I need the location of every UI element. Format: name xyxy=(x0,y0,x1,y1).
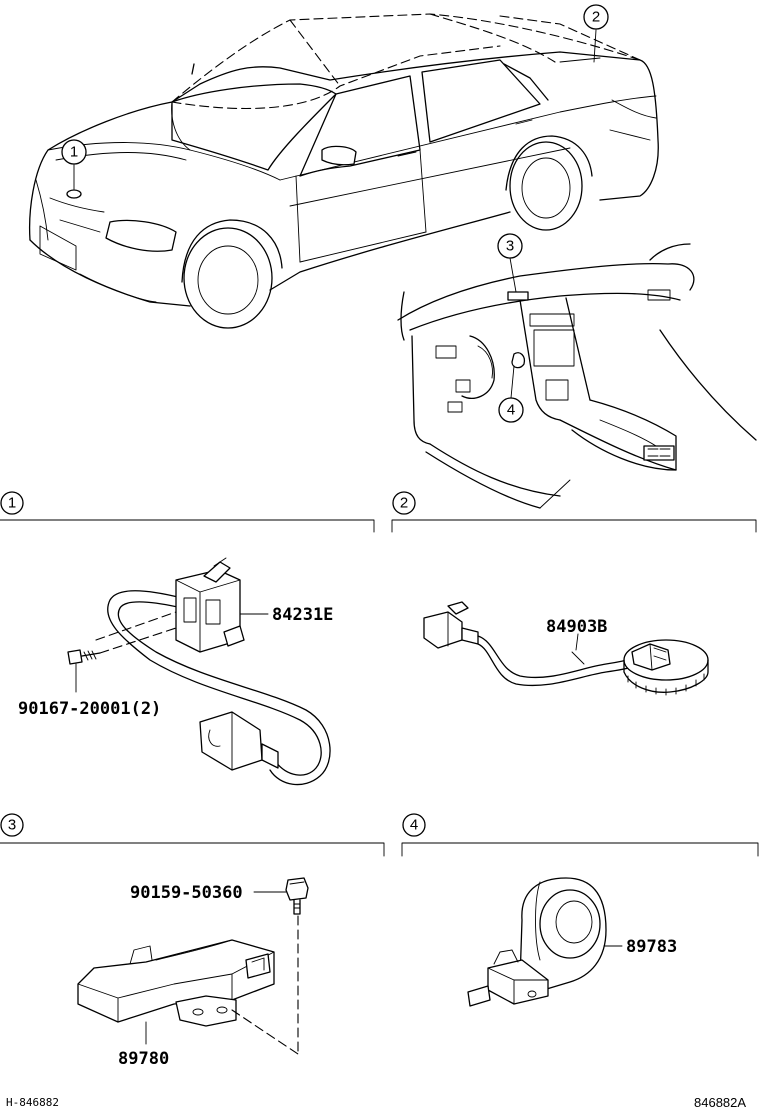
dashboard-illustration xyxy=(397,243,757,509)
part-84231E-illustration xyxy=(67,557,331,786)
part-89780-illustration xyxy=(77,877,309,1055)
section-4-label: 4 xyxy=(410,817,418,834)
section-1-label: 1 xyxy=(8,495,16,512)
section-3-header: 3 xyxy=(0,813,385,857)
section-4-header: 4 xyxy=(401,813,759,857)
footer-code-left: H-846882 xyxy=(6,1096,59,1109)
section-2-header: 2 xyxy=(391,491,757,533)
part-number-84903B: 84903B xyxy=(546,617,607,637)
part-number-84231E: 84231E xyxy=(272,605,333,625)
car-illustration xyxy=(28,13,659,329)
part-number-89780: 89780 xyxy=(118,1049,169,1069)
callout-4-label: 4 xyxy=(507,402,515,419)
callout-3: 3 xyxy=(497,233,523,259)
section-1-header: 1 xyxy=(0,491,375,533)
footer-code-right: 846882A xyxy=(694,1095,746,1110)
part-84903B-illustration xyxy=(423,601,709,696)
callout-1: 1 xyxy=(61,139,87,165)
callout-2-label: 2 xyxy=(592,9,600,26)
part-number-90167-20001: 90167-20001(2) xyxy=(18,699,161,719)
section-2-label: 2 xyxy=(400,495,408,512)
section-3-label: 3 xyxy=(8,817,16,834)
callout-3-label: 3 xyxy=(506,238,514,255)
callout-1-label: 1 xyxy=(70,144,78,161)
callout-4: 4 xyxy=(498,397,524,423)
part-number-90159-50360: 90159-50360 xyxy=(130,883,243,903)
part-number-89783: 89783 xyxy=(626,937,677,957)
part-89783-illustration xyxy=(467,877,623,1007)
callout-2: 2 xyxy=(583,4,609,30)
